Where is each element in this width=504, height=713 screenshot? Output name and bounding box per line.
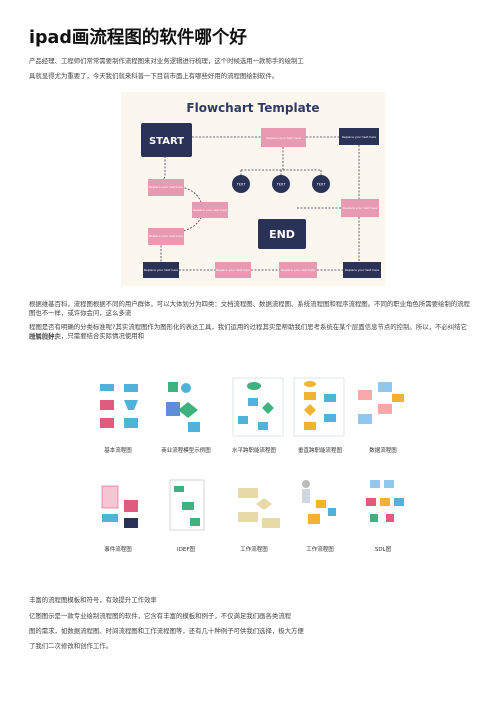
process-node-text: Replace your text here	[342, 135, 376, 139]
process-node-text: Replace your text here	[149, 185, 183, 189]
paragraph-5-line-3: 了我们二次修改和创作工作。	[29, 642, 113, 650]
text-circle-label: TEXT	[236, 183, 247, 187]
process-node	[215, 262, 251, 278]
template-label: 工作流程图	[240, 545, 268, 553]
process-node-text: Replace your text here	[144, 268, 178, 272]
intro-line-1: 产品经理、工程师们常常需要制作流程图来对业务逻辑进行梳理，这个时候选用一款称手的…	[29, 57, 304, 65]
template-thumb-workflow	[238, 488, 280, 528]
intro-line-2: 具就显得尤为重要了，今天我们就来科普一下目前市面上有哪些好用的流程图绘制软件。	[29, 72, 279, 80]
page-title: ipad画流程图的软件哪个好	[29, 28, 247, 48]
template-label: 水平跨职能流程图	[232, 446, 277, 454]
template-gallery-svg: 基本流程图 商业流程模型示例图 水平跨职能流程图 垂直跨职能流程图 数据流程图	[100, 377, 404, 553]
template-label: SDL图	[375, 545, 392, 553]
template-label: 垂直跨职能流程图	[298, 446, 343, 454]
paragraph-4: 丰富的流程图模板和符号，有效提升工作效率	[29, 596, 157, 604]
template-label: IDEF图	[177, 545, 195, 553]
process-node-text: Replace your text here	[345, 268, 379, 272]
process-node	[341, 199, 379, 217]
template-label: 基本流程图	[104, 446, 132, 454]
paragraph-3-end: 理解就好。	[29, 333, 61, 341]
template-thumb-dataflow	[358, 382, 404, 424]
text-circle-node	[312, 175, 330, 193]
process-node	[148, 179, 184, 196]
paragraph-5-line-1: 亿图图示是一款专业绘制流程图的软件，它含有丰富的模板和例子，不仅满足我们画各类流…	[29, 612, 292, 620]
process-node	[148, 228, 184, 245]
template-thumb-idef	[169, 479, 205, 531]
end-label: END	[269, 228, 295, 241]
template-thumb-event	[101, 485, 138, 528]
template-gallery-image: 基本流程图 商业流程模型示例图 水平跨职能流程图 垂直跨职能流程图 数据流程图	[88, 352, 416, 585]
template-thumb-sdl	[366, 480, 404, 522]
process-node-text: Replace your text here	[266, 136, 300, 140]
paragraph-5-line-2: 图的需求，如数据流程图、时间流程图和工作流程图等，还有几十种例子可供我们选择，极…	[29, 627, 304, 635]
process-node-text: Replace your text here	[343, 206, 377, 210]
flowchart-template-svg: Flowchart Template START Replace your te…	[141, 101, 381, 278]
process-node	[261, 128, 306, 147]
flowchart-connectors	[160, 136, 360, 271]
process-node	[339, 128, 379, 145]
text-circle-node	[272, 175, 290, 193]
process-node	[143, 262, 179, 278]
process-node-text: Replace your text here	[216, 268, 250, 272]
process-node	[192, 202, 228, 218]
flowchart-template-image: Flowchart Template START Replace your te…	[121, 92, 385, 286]
template-thumb-business	[166, 382, 200, 432]
template-thumb-workflow-2	[302, 480, 336, 524]
process-node-text: Replace your text here	[281, 268, 315, 272]
template-thumb-vertical	[293, 377, 345, 437]
process-node	[279, 262, 317, 278]
process-node-text: Replace your text here	[149, 234, 183, 238]
start-node	[141, 123, 192, 157]
text-circle-node	[232, 175, 250, 193]
template-thumb-horizontal	[232, 377, 284, 437]
flowchart-heading: Flowchart Template	[186, 101, 319, 115]
end-node	[258, 219, 306, 249]
template-label: 事件流程图	[104, 545, 132, 553]
template-thumb-basic	[100, 384, 138, 428]
text-circle-label: TEXT	[316, 183, 327, 187]
process-node	[343, 262, 381, 278]
template-label: 商业流程模型示例图	[161, 446, 211, 454]
template-label: 数据流程图	[369, 446, 397, 454]
paragraph-2: 根据维基百科，流程图根据不同的用户群体，可以大体划分为四类：文档流程图、数据流程…	[29, 300, 470, 317]
template-label: 工作流程图	[306, 545, 334, 553]
paragraph-3: 程图是否有明确的分类标准呢?其实流程图作为图形化的表达工具，我们运用的过程其实是…	[29, 323, 467, 340]
text-circle-label: TEXT	[276, 183, 287, 187]
process-node-text: Replace your text here	[193, 208, 227, 212]
start-label: START	[149, 136, 184, 147]
